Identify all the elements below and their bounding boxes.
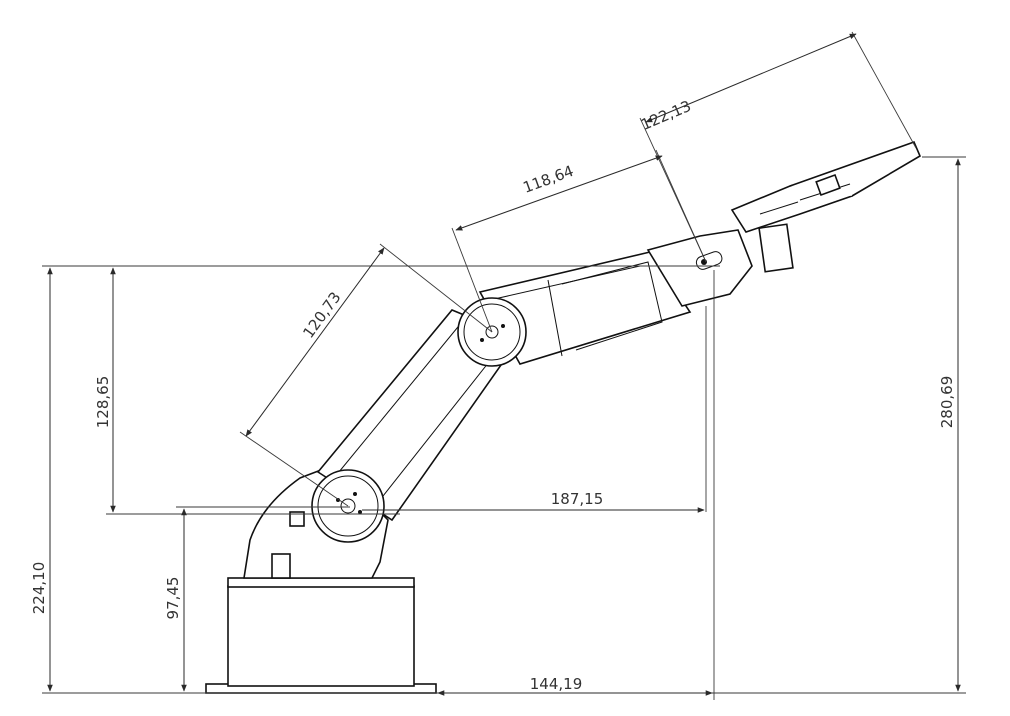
dim-height-total: 224,10 [30, 562, 48, 615]
dim-upper-arm-length: 120,73 [299, 289, 344, 342]
dim-reach-horizontal: 187,15 [551, 490, 604, 508]
dim-height-shoulder-to-elbow: 128,65 [94, 376, 112, 429]
dim-wrist-length: 122,13 [638, 97, 693, 134]
dim-reach-ground: 144,19 [530, 675, 583, 693]
bracket-clip [289, 511, 305, 527]
robot-arm [205, 140, 922, 694]
wrist-block [646, 229, 753, 307]
dim-height-base: 97,45 [164, 577, 182, 620]
base-box [227, 585, 415, 687]
servo-shoulder [271, 553, 291, 579]
dim-forearm-length: 118,64 [521, 162, 576, 197]
base-top-plate [227, 577, 415, 588]
dim-height-tool: 280,69 [938, 376, 956, 429]
upper-arm-inner [333, 321, 501, 511]
forearm-panel [547, 261, 663, 357]
gripper [730, 140, 922, 273]
forearm-edge [489, 265, 641, 301]
wrist-slot [695, 251, 723, 270]
dimension-lines [47, 33, 961, 696]
